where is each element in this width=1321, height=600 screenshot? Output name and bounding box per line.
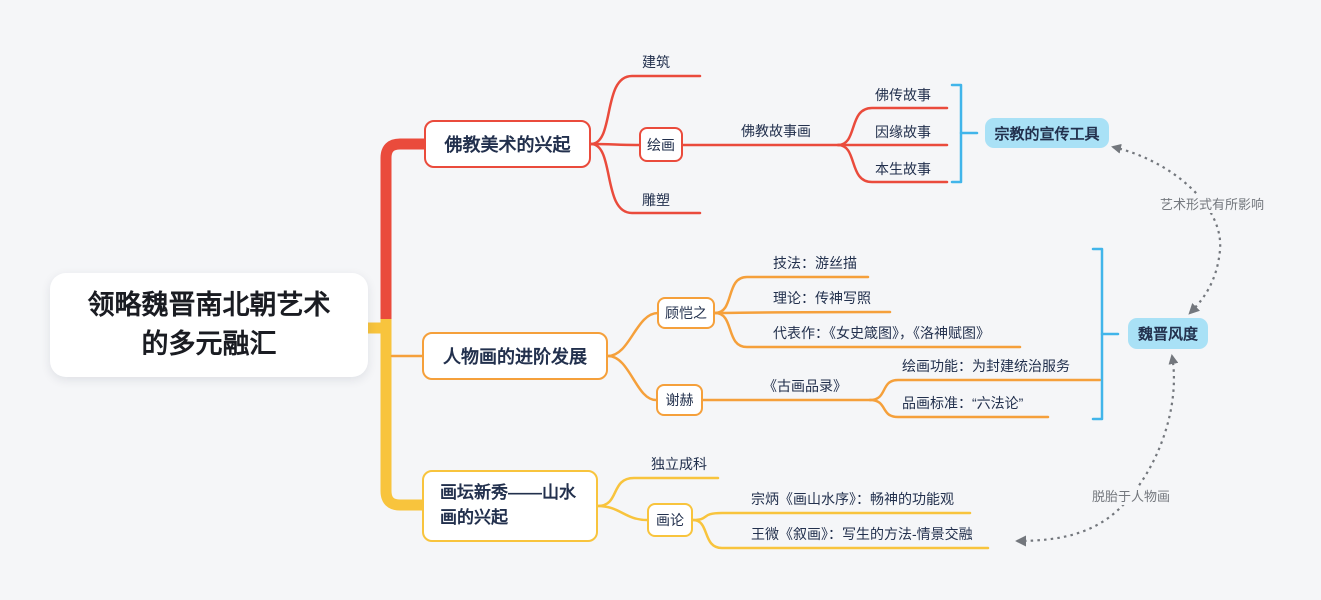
trunk-red — [380, 138, 424, 322]
topic-story-painting[interactable]: 佛教故事画 — [741, 123, 811, 139]
branch2-lines — [390, 275, 1102, 419]
topic-landscape-painting[interactable]: 画坛新秀——山水 画的兴起 — [422, 470, 598, 542]
topic-painting[interactable]: 绘画 — [639, 127, 683, 162]
topic-independent-discipline[interactable]: 独立成科 — [651, 456, 707, 472]
topic-sculpture[interactable]: 雕塑 — [642, 192, 670, 208]
topic-zongbing-theory[interactable]: 宗炳《画山水序》：畅神的功能观 — [751, 491, 954, 507]
topic-xie-standard[interactable]: 品画标准：“六法论” — [902, 395, 1024, 411]
relation-influence-curve[interactable] — [1111, 143, 1222, 315]
summary-religion-propaganda[interactable]: 宗教的宣传工具 — [985, 118, 1109, 148]
topic-painting-theory[interactable]: 画论 — [647, 503, 693, 537]
summary-bracket-weijin[interactable] — [1091, 247, 1120, 421]
topic-xie-book[interactable]: 《古画品录》 — [763, 378, 847, 394]
topic-buddha-life-stories[interactable]: 佛传故事 — [875, 87, 931, 103]
topic-gu-theory[interactable]: 理论：传神写照 — [773, 290, 871, 306]
relation-origin-curve[interactable] — [1015, 354, 1179, 547]
summary-weijin-style[interactable]: 魏晋风度 — [1128, 318, 1208, 349]
topic-gu-kaizhi[interactable]: 顾恺之 — [657, 297, 715, 329]
topic-wangwei-theory[interactable]: 王微《叙画》：写生的方法-情景交融 — [751, 526, 973, 542]
topic-gu-technique[interactable]: 技法：游丝描 — [773, 255, 857, 271]
relation-origin-label[interactable]: 脱胎于人物画 — [1089, 486, 1174, 505]
topic-karma-stories[interactable]: 因缘故事 — [875, 124, 931, 140]
topic-gu-works[interactable]: 代表作：《女史箴图》，《洛神赋图》 — [773, 325, 990, 341]
central-topic[interactable]: 领略魏晋南北朝艺术 的多元融汇 — [50, 273, 368, 377]
topic-buddhist-art[interactable]: 佛教美术的兴起 — [424, 120, 591, 168]
branch1-lines — [589, 74, 949, 215]
topic-xie-he[interactable]: 谢赫 — [656, 384, 703, 416]
branch3-lines — [596, 476, 990, 550]
summary-bracket-religion[interactable] — [950, 83, 979, 184]
topic-architecture[interactable]: 建筑 — [642, 54, 670, 70]
topic-figure-painting[interactable]: 人物画的进阶发展 — [422, 332, 608, 380]
topic-xie-function[interactable]: 绘画功能：为封建统治服务 — [902, 358, 1070, 374]
relation-influence-label[interactable]: 艺术形式有所影响 — [1157, 194, 1268, 213]
topic-jataka-stories[interactable]: 本生故事 — [875, 161, 931, 177]
trunk-yellow — [364, 319, 422, 511]
